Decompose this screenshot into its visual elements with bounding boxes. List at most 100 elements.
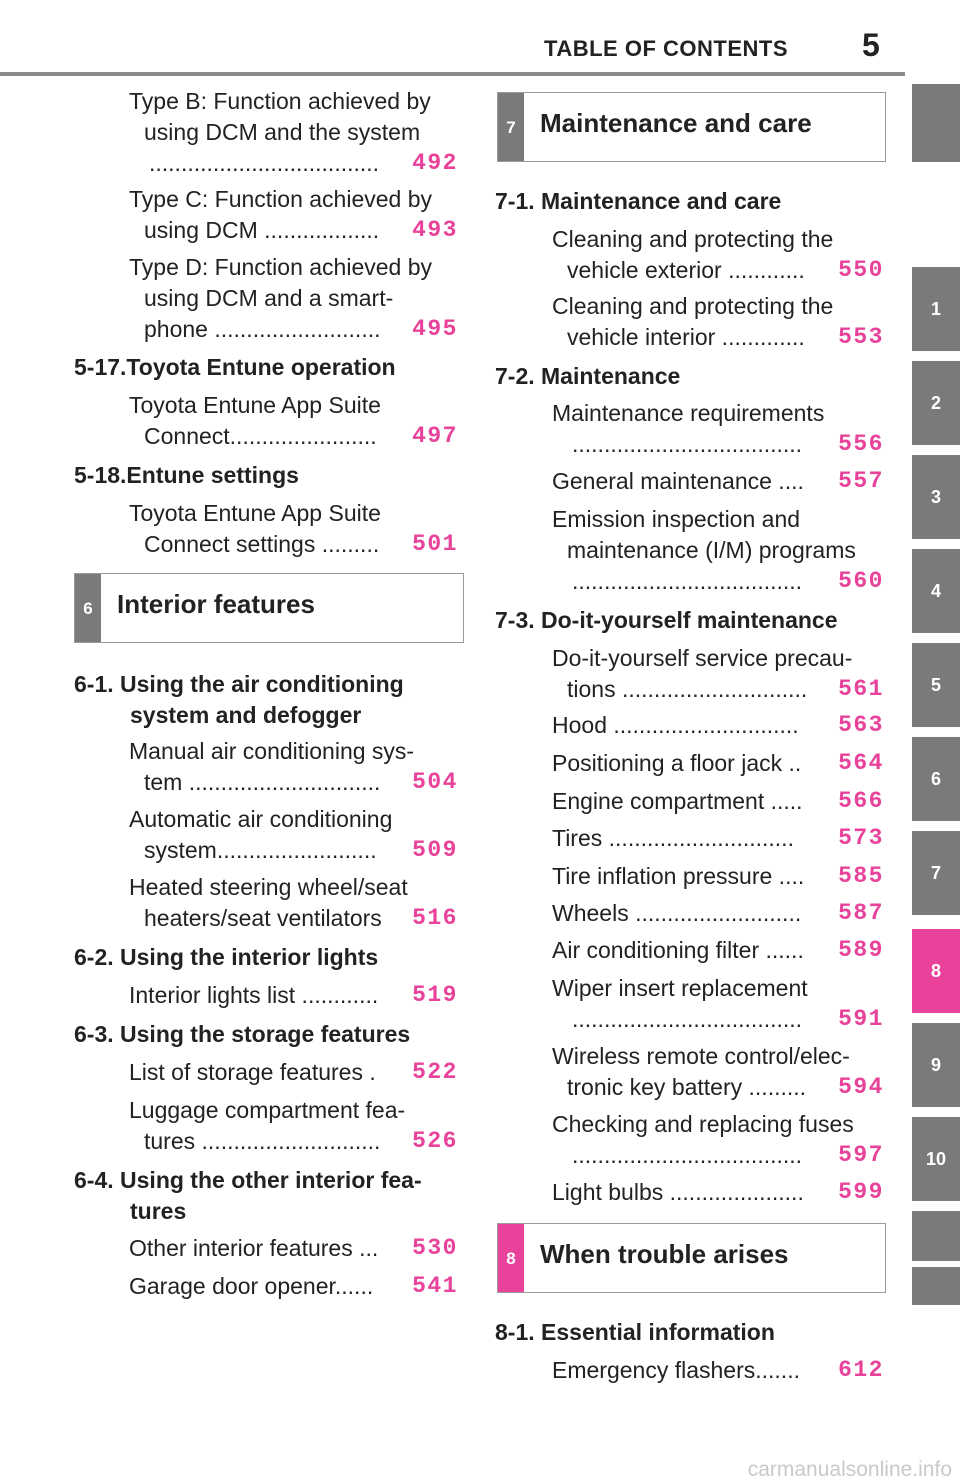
page-link[interactable]: 597 — [838, 1142, 884, 1168]
toc-entry-key-battery[interactable]: Wireless remote control/elec- tronic key… — [552, 1041, 890, 1103]
section-heading-5-18: 5-18.Entune settings — [74, 462, 299, 488]
toc-entry-emergency-flashers[interactable]: Emergency flashers....... 612 — [552, 1355, 890, 1386]
chapter-6-header: 6 Interior features — [74, 573, 464, 643]
toc-entry-entune-app[interactable]: Toyota Entune App Suite Connect.........… — [129, 390, 464, 452]
page-link[interactable]: 497 — [412, 423, 458, 449]
toc-entry-interior-lights[interactable]: Interior lights list ............ 519 — [129, 980, 464, 1011]
page-link[interactable]: 495 — [412, 316, 458, 342]
chapter-tab-5[interactable]: 5 — [912, 643, 960, 727]
toc-entry-tires[interactable]: Tires ............................. 573 — [552, 823, 890, 854]
entry-text: Tire inflation pressure .... — [552, 863, 805, 889]
entry-text: Wheels .......................... — [552, 900, 802, 926]
toc-entry-manual-ac[interactable]: Manual air conditioning sys- tem .......… — [129, 736, 464, 798]
toc-entry-fuses[interactable]: Checking and replacing fuses ...........… — [552, 1109, 890, 1171]
toc-entry-luggage[interactable]: Luggage compartment fea- tures .........… — [129, 1095, 464, 1157]
entry-text: maintenance (I/M) programs — [567, 537, 856, 563]
page-link[interactable]: 504 — [412, 769, 458, 795]
page-link[interactable]: 561 — [838, 676, 884, 702]
header-divider — [0, 72, 905, 76]
page-link[interactable]: 493 — [412, 217, 458, 243]
page-link[interactable]: 556 — [838, 431, 884, 457]
chapter-tab-blank[interactable] — [912, 1211, 960, 1261]
chapter-number: 6 — [75, 574, 101, 642]
chapter-tab-1[interactable]: 1 — [912, 267, 960, 351]
entry-text: Do-it-yourself service precau- — [552, 645, 853, 671]
chapter-tab-10[interactable]: 10 — [912, 1117, 960, 1201]
entry-text: Light bulbs ..................... — [552, 1179, 804, 1205]
page-link[interactable]: 612 — [838, 1357, 884, 1383]
chapter-tab-2[interactable]: 2 — [912, 361, 960, 445]
page-link[interactable]: 526 — [412, 1128, 458, 1154]
toc-entry-ac-filter[interactable]: Air conditioning filter ...... 589 — [552, 935, 890, 966]
page-link[interactable]: 522 — [412, 1059, 458, 1085]
chapter-title: Maintenance and care — [540, 108, 812, 138]
entry-text: tures ............................ — [144, 1128, 381, 1154]
page-link[interactable]: 566 — [838, 788, 884, 814]
entry-text: Connect....................... — [144, 423, 377, 449]
entry-leader: .................................... — [572, 1142, 803, 1168]
chapter-tab-9[interactable]: 9 — [912, 1023, 960, 1107]
chapter-tab-blank[interactable] — [912, 1267, 960, 1305]
section-heading-8-1: 8-1. Essential information — [495, 1319, 775, 1345]
entry-text: Luggage compartment fea- — [129, 1097, 406, 1123]
toc-entry-hood[interactable]: Hood ............................. 563 — [552, 710, 890, 741]
toc-entry-tire-pressure[interactable]: Tire inflation pressure .... 585 — [552, 861, 890, 892]
toc-entry-heated-wheel[interactable]: Heated steering wheel/seat heaters/seat … — [129, 872, 464, 934]
page-link[interactable]: 509 — [412, 837, 458, 863]
page-link[interactable]: 519 — [412, 982, 458, 1008]
page-link[interactable]: 573 — [838, 825, 884, 851]
entry-text: List of storage features . — [129, 1059, 376, 1085]
page-link[interactable]: 560 — [838, 568, 884, 594]
entry-text: Manual air conditioning sys- — [129, 738, 415, 764]
toc-entry-type-b[interactable]: Type B: Function achieved by using DCM a… — [129, 86, 464, 179]
toc-entry-diy-precautions[interactable]: Do-it-yourself service precau- tions ...… — [552, 643, 890, 705]
toc-entry-emission[interactable]: Emission inspection and maintenance (I/M… — [552, 504, 890, 597]
entry-text: system......................... — [144, 837, 377, 863]
page-link[interactable]: 591 — [838, 1006, 884, 1032]
toc-entry-floor-jack[interactable]: Positioning a floor jack .. 564 — [552, 748, 890, 779]
page-link[interactable]: 553 — [838, 324, 884, 350]
toc-entry-other-interior[interactable]: Other interior features ... 530 — [129, 1233, 464, 1264]
chapter-tab-3[interactable]: 3 — [912, 455, 960, 539]
toc-entry-general-maint[interactable]: General maintenance .... 557 — [552, 466, 890, 497]
page-link[interactable]: 516 — [412, 905, 458, 931]
toc-entry-type-d[interactable]: Type D: Function achieved by using DCM a… — [129, 252, 464, 345]
page-link[interactable]: 492 — [412, 150, 458, 176]
toc-entry-clean-exterior[interactable]: Cleaning and protecting the vehicle exte… — [552, 224, 890, 286]
page-link[interactable]: 550 — [838, 257, 884, 283]
page-link[interactable]: 589 — [838, 937, 884, 963]
page-link[interactable]: 599 — [838, 1179, 884, 1205]
toc-entry-auto-ac[interactable]: Automatic air conditioning system.......… — [129, 804, 464, 866]
chapter-tab-4[interactable]: 4 — [912, 549, 960, 633]
toc-entry-storage-list[interactable]: List of storage features . 522 — [129, 1057, 464, 1088]
entry-text: tions ............................. — [567, 676, 808, 702]
page-link[interactable]: 564 — [838, 750, 884, 776]
toc-entry-type-c[interactable]: Type C: Function achieved by using DCM .… — [129, 184, 464, 246]
chapter-tab-blank[interactable] — [912, 84, 960, 162]
page-link[interactable]: 563 — [838, 712, 884, 738]
page-link[interactable]: 594 — [838, 1074, 884, 1100]
entry-text: Garage door opener...... — [129, 1273, 374, 1299]
section-heading-6-1: 6-1. Using the air conditioning system a… — [74, 669, 404, 731]
page-link[interactable]: 541 — [412, 1273, 458, 1299]
toc-entry-wheels[interactable]: Wheels .......................... 587 — [552, 898, 890, 929]
toc-entry-clean-interior[interactable]: Cleaning and protecting the vehicle inte… — [552, 291, 890, 353]
section-heading-6-2: 6-2. Using the interior lights — [74, 944, 379, 970]
toc-entry-wiper[interactable]: Wiper insert replacement ...............… — [552, 973, 890, 1035]
page-link[interactable]: 585 — [838, 863, 884, 889]
page-link[interactable]: 587 — [838, 900, 884, 926]
page-link[interactable]: 557 — [838, 468, 884, 494]
toc-entry-light-bulbs[interactable]: Light bulbs ..................... 599 — [552, 1177, 890, 1208]
toc-entry-garage-door[interactable]: Garage door opener...... 541 — [129, 1271, 464, 1302]
toc-entry-entune-settings[interactable]: Toyota Entune App Suite Connect settings… — [129, 498, 464, 560]
page-link[interactable]: 501 — [412, 531, 458, 557]
entry-text: Wiper insert replacement — [552, 975, 808, 1001]
section-text: 6-4. Using the other interior fea- — [74, 1167, 422, 1193]
page-link[interactable]: 530 — [412, 1235, 458, 1261]
chapter-tab-6[interactable]: 6 — [912, 737, 960, 821]
toc-entry-maint-req[interactable]: Maintenance requirements ...............… — [552, 398, 890, 460]
chapter-tab-7[interactable]: 7 — [912, 831, 960, 915]
toc-entry-engine-compartment[interactable]: Engine compartment ..... 566 — [552, 786, 890, 817]
entry-leader: .................................... — [572, 568, 803, 594]
chapter-tab-8[interactable]: 8 — [912, 929, 960, 1013]
